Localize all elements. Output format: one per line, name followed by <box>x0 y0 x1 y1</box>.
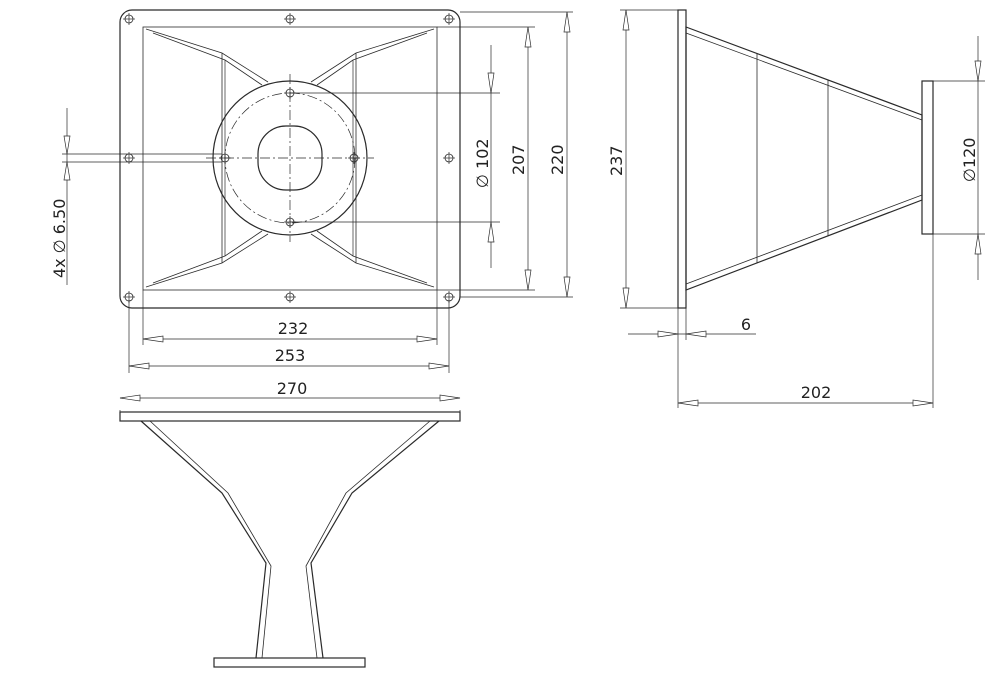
throat-flange-top <box>213 657 366 668</box>
mounting-hole <box>123 13 135 25</box>
side-flange <box>677 9 687 309</box>
width-270-label: 270 <box>277 379 308 398</box>
top-view: 270 <box>119 379 461 668</box>
width-253-label: 253 <box>275 346 306 365</box>
front-flange-outline <box>119 9 461 309</box>
height-237-label: 237 <box>607 145 626 176</box>
thickness-6-label: 6 <box>741 315 751 334</box>
mounting-hole <box>443 13 455 25</box>
width-253-dimension: 253 <box>128 300 450 373</box>
mounting-hole <box>284 13 296 25</box>
top-flange <box>119 411 461 422</box>
throat-bolt-hole <box>348 152 360 164</box>
depth-202-dimension: 202 <box>677 234 934 408</box>
side-throat-flange <box>921 80 934 235</box>
side-view: 237 6 202 ∅120 <box>607 9 985 408</box>
horn-left-wall <box>140 420 267 659</box>
horn-right-wall <box>310 420 440 659</box>
height-207-dimension: 207 <box>437 26 535 291</box>
throat-diameter-dimension: ∅ 102 <box>290 45 500 268</box>
height-220-label: 220 <box>548 144 567 175</box>
height-237-dimension: 237 <box>607 9 678 309</box>
height-220-dimension: 220 <box>460 11 573 298</box>
hole-diameter-dimension: 4x ∅ 6.50 <box>50 108 222 285</box>
mouth-diameter-dimension: ∅120 <box>933 36 985 280</box>
width-232-dimension: 232 <box>142 290 438 345</box>
mouth-diameter-label: ∅120 <box>960 138 979 182</box>
mounting-hole <box>284 291 296 303</box>
hole-spec-label: 4x ∅ 6.50 <box>50 199 69 278</box>
front-flange-inner <box>142 26 438 291</box>
front-view: 4x ∅ 6.50 ∅ 102 207 220 <box>50 9 573 373</box>
throat-diameter-label: ∅ 102 <box>473 138 492 188</box>
throat-flange <box>206 74 374 242</box>
side-horn-outline <box>685 26 923 291</box>
mounting-hole <box>443 152 455 164</box>
throat-bolt-hole <box>219 152 231 164</box>
depth-202-label: 202 <box>801 383 832 402</box>
horn-walls <box>145 28 435 288</box>
width-232-label: 232 <box>278 319 309 338</box>
height-207-label: 207 <box>509 144 528 175</box>
thickness-6-dimension: 6 <box>628 308 756 408</box>
mounting-holes <box>123 13 455 303</box>
